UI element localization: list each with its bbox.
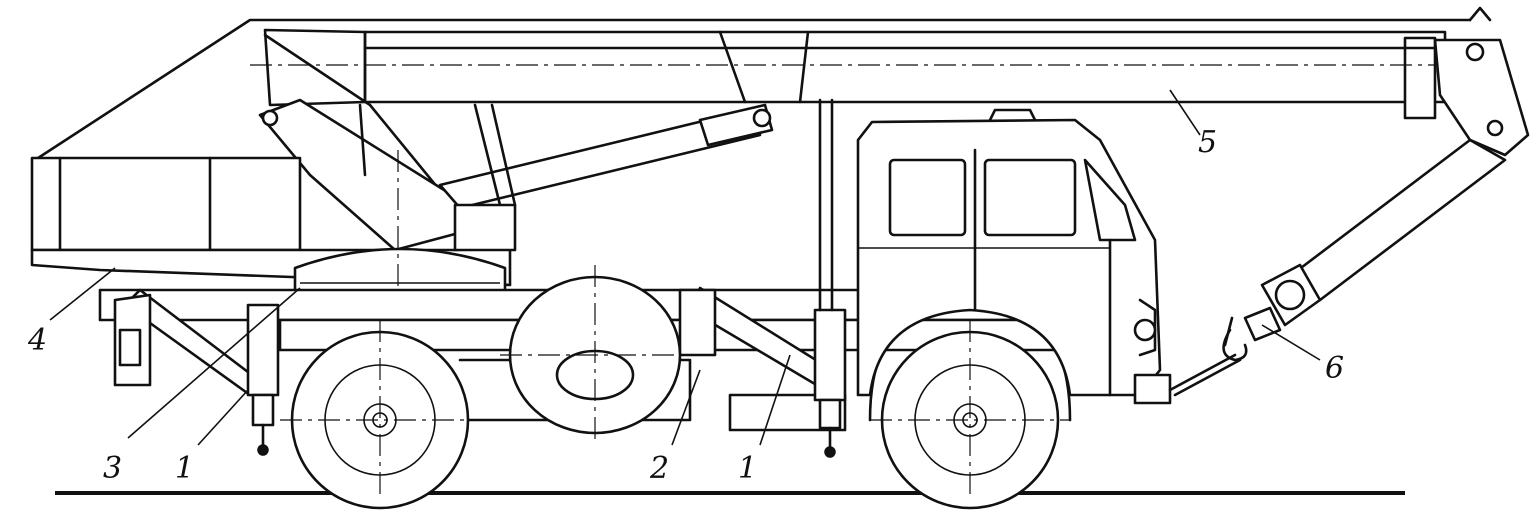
callout-1-rear: 1 bbox=[175, 451, 194, 486]
callout-1-front: 1 bbox=[738, 451, 757, 486]
callout-4: 4 bbox=[27, 323, 47, 358]
boom-head bbox=[1433, 6, 1530, 157]
rear-outrigger bbox=[113, 288, 280, 456]
callout-5: 5 bbox=[1198, 125, 1217, 160]
spare-wheel bbox=[500, 265, 690, 440]
guy-cable bbox=[33, 18, 1472, 162]
callout-2: 2 bbox=[649, 451, 669, 486]
telescopic-boom bbox=[250, 28, 1500, 120]
front-outrigger bbox=[678, 98, 847, 458]
boom-lift-cylinder bbox=[438, 103, 774, 210]
rear-wheel bbox=[280, 320, 480, 510]
leader-lines bbox=[49, 89, 1321, 446]
truck-cab bbox=[856, 108, 1172, 405]
callout-3: 3 bbox=[103, 451, 122, 486]
hook-block bbox=[1168, 138, 1507, 397]
callout-6: 6 bbox=[1325, 351, 1344, 386]
